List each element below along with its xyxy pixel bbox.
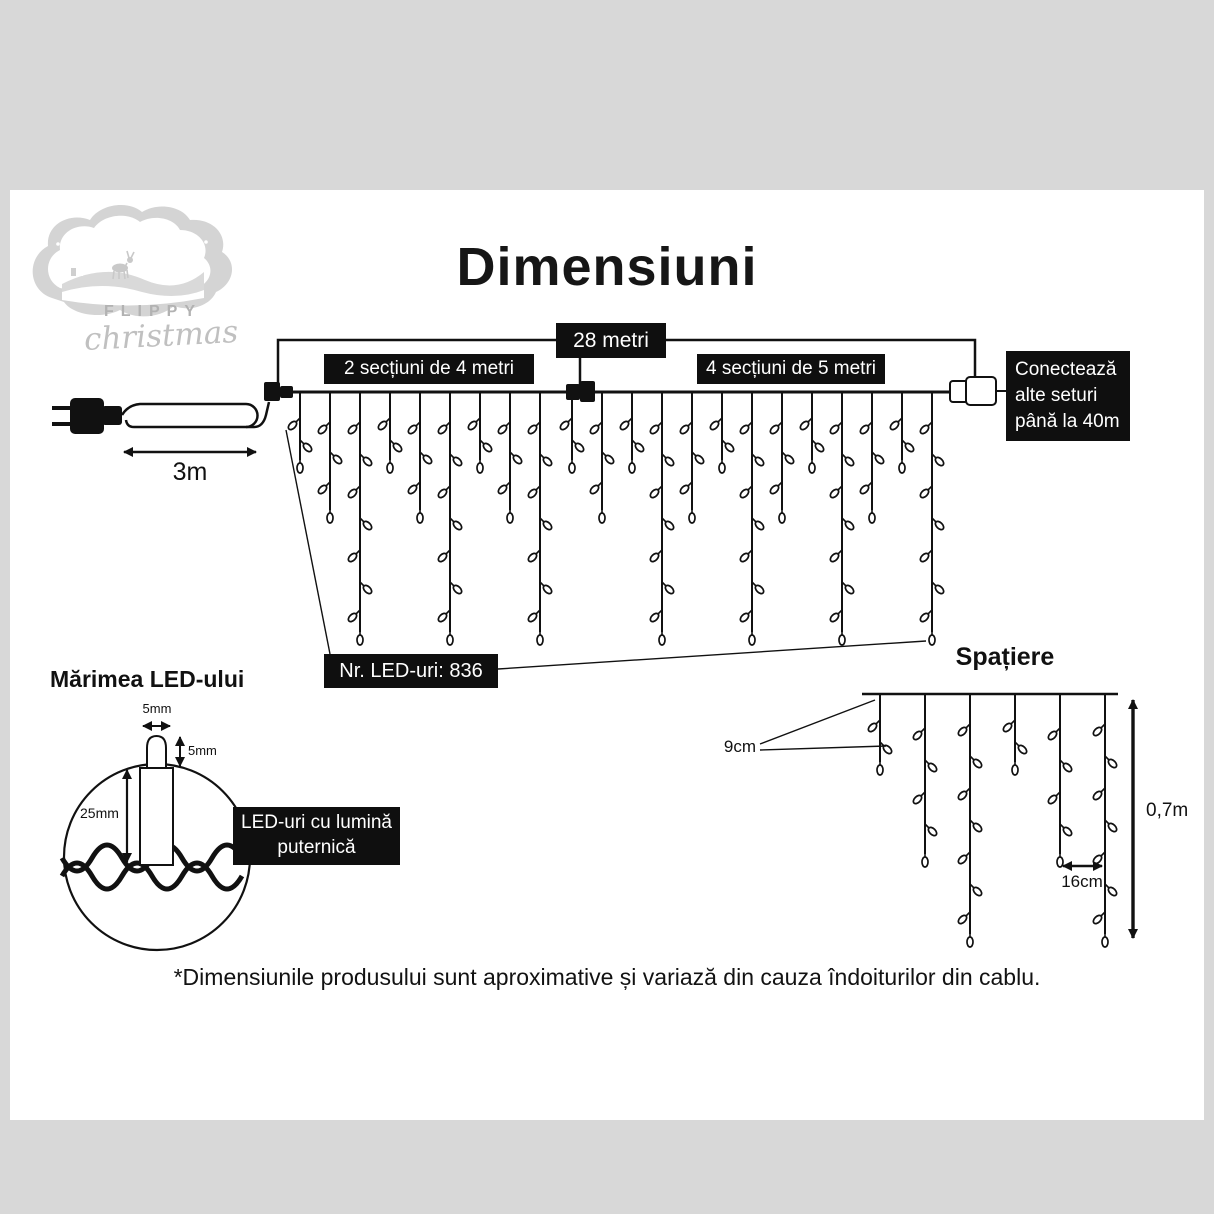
connect-note-line: până la 40m	[1015, 410, 1120, 432]
connect-note-line: Conectează	[1015, 359, 1117, 381]
connect-note-badge: Conectează alte seturi până la 40m	[1006, 351, 1130, 441]
led-count-pointers	[285, 429, 927, 670]
tree-icon	[147, 244, 176, 268]
mid-connector-icon	[566, 381, 595, 402]
lead-cable	[120, 401, 271, 429]
led-note-line: puternică	[277, 837, 356, 858]
start-connector-icon	[264, 382, 293, 401]
total-span-badge: 28 metri	[556, 323, 666, 358]
led-size-title: Mărimea LED-ului	[50, 666, 245, 692]
page-title: Dimensiuni	[456, 237, 758, 297]
right-sections-badge: 4 secțiuni de 5 metri	[697, 354, 885, 384]
led-gap-label: 9cm	[723, 737, 756, 756]
led-bulb-icon	[139, 734, 174, 866]
led-note-badge: LED-uri cu lumină puternică	[233, 807, 400, 865]
disclaimer-text: *Dimensiunile produsului sunt aproximati…	[173, 964, 1041, 990]
star-icon	[56, 240, 208, 256]
connect-note-line: alte seturi	[1015, 385, 1098, 407]
bulb-height-label: 5mm	[188, 743, 217, 758]
spacing-title: Spațiere	[955, 643, 1055, 671]
body-height-label: 25mm	[80, 805, 119, 821]
drop-height-label: 0,7m	[1146, 800, 1189, 821]
led-note-line: LED-uri cu lumină	[241, 812, 392, 834]
house-icon	[62, 251, 87, 276]
led-count-badge: Nr. LED-uri: 836	[324, 654, 498, 688]
deer-icon	[112, 250, 135, 280]
led-gap-pointers	[759, 699, 887, 751]
logo-cloud	[32, 205, 233, 317]
snow-crest	[62, 286, 204, 306]
power-plug-icon	[52, 398, 122, 434]
lead-length-label: 3m	[172, 458, 208, 486]
logo-brand-text: FLIPPY	[104, 303, 203, 320]
spacing-drops	[867, 694, 1118, 947]
left-sections-badge: 2 secțiuni de 4 metri	[324, 354, 534, 384]
bulb-width-label: 5mm	[142, 701, 172, 716]
drop-gap-label: 16cm	[1061, 872, 1103, 891]
curtain-drops	[287, 392, 945, 645]
end-plug-icon	[949, 376, 1007, 406]
